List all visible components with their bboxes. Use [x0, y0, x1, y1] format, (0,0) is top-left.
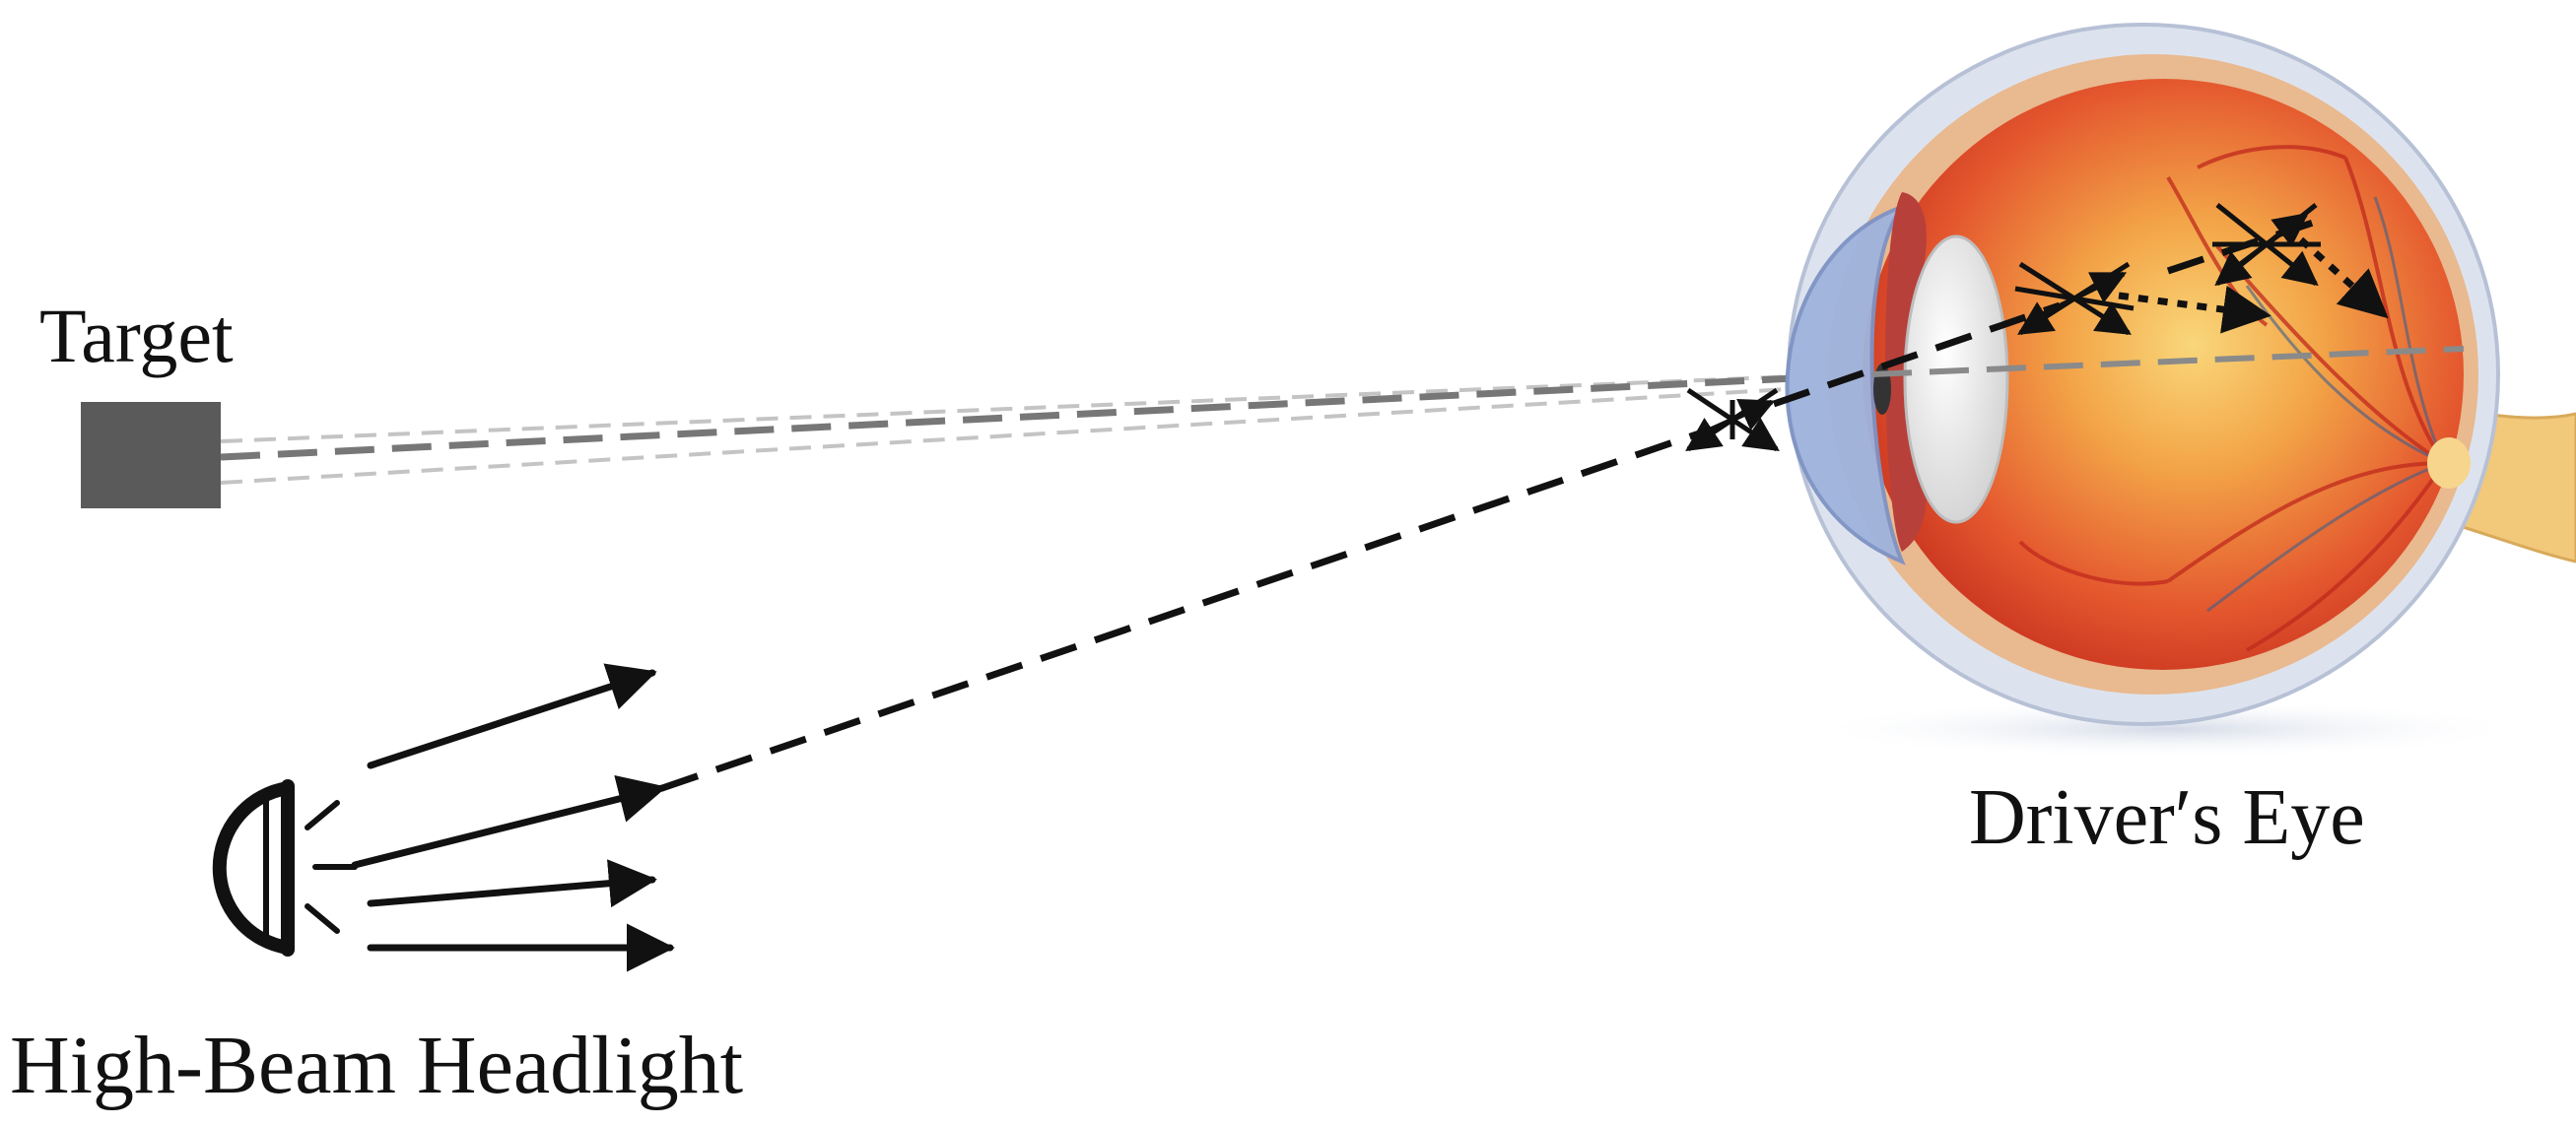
scatter-dotted-line [2118, 285, 2271, 334]
sight-line-upper [220, 347, 2465, 443]
headlight-ray-up [305, 800, 340, 830]
sight-lines-inside-eye [1871, 346, 2465, 377]
target-label: Target [39, 293, 234, 378]
lens [1903, 234, 2009, 524]
target-box [81, 402, 221, 508]
scatter-star-retina [2212, 203, 2321, 287]
sight-line-lower [220, 347, 2465, 485]
headlight-dome [212, 781, 295, 955]
glare-dashed-line [660, 428, 1707, 792]
eye-label: Driver′s Eye [1969, 774, 2365, 861]
headlight-ray-down [305, 903, 340, 934]
beam-arrow-2 [351, 774, 667, 869]
human-eye-anatomy-icon [1785, 23, 2576, 759]
eye-shadow [1803, 699, 2533, 759]
retina [1863, 79, 2464, 670]
scatter-star-cornea [1685, 387, 1780, 452]
headlight-label: High-Beam Headlight [10, 1020, 744, 1111]
optic-disc [2427, 437, 2471, 489]
scatter-star-icon [1685, 203, 2321, 452]
beam-arrows [351, 663, 675, 972]
headlight-icon [212, 779, 358, 957]
scatter-star-lens [2014, 261, 2135, 336]
glare-dashed-inside-eye [1772, 301, 2062, 408]
cornea [1785, 202, 1908, 565]
beam-arrow-3 [367, 859, 657, 908]
beam-arrow-1 [367, 663, 657, 769]
